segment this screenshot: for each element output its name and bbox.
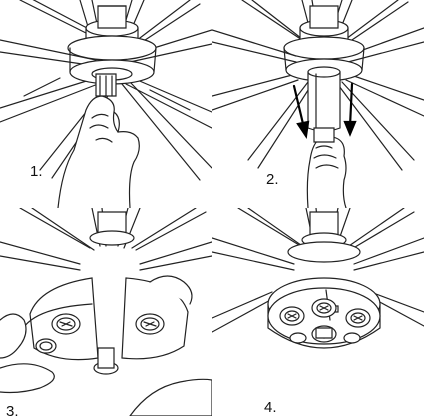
step-2-label: 2. [266, 172, 279, 187]
led-light-halves [20, 278, 188, 374]
step-1-panel: 1. [0, 0, 212, 208]
step-3-panel: 3. [0, 208, 212, 416]
step-2-illustration [212, 0, 424, 208]
step-1-label: 1. [30, 164, 43, 179]
umbrella-hub [288, 212, 360, 262]
hand [307, 128, 346, 208]
step-4-label: 4. [264, 400, 277, 415]
step-2-panel: 2. [212, 0, 424, 208]
step-4-illustration [212, 208, 424, 416]
step-3-label: 3. [6, 404, 19, 419]
led-light-unit [268, 278, 380, 348]
step-4-panel: 4. [212, 208, 424, 416]
umbrella-hub [284, 6, 364, 131]
step-3-illustration [0, 208, 212, 416]
